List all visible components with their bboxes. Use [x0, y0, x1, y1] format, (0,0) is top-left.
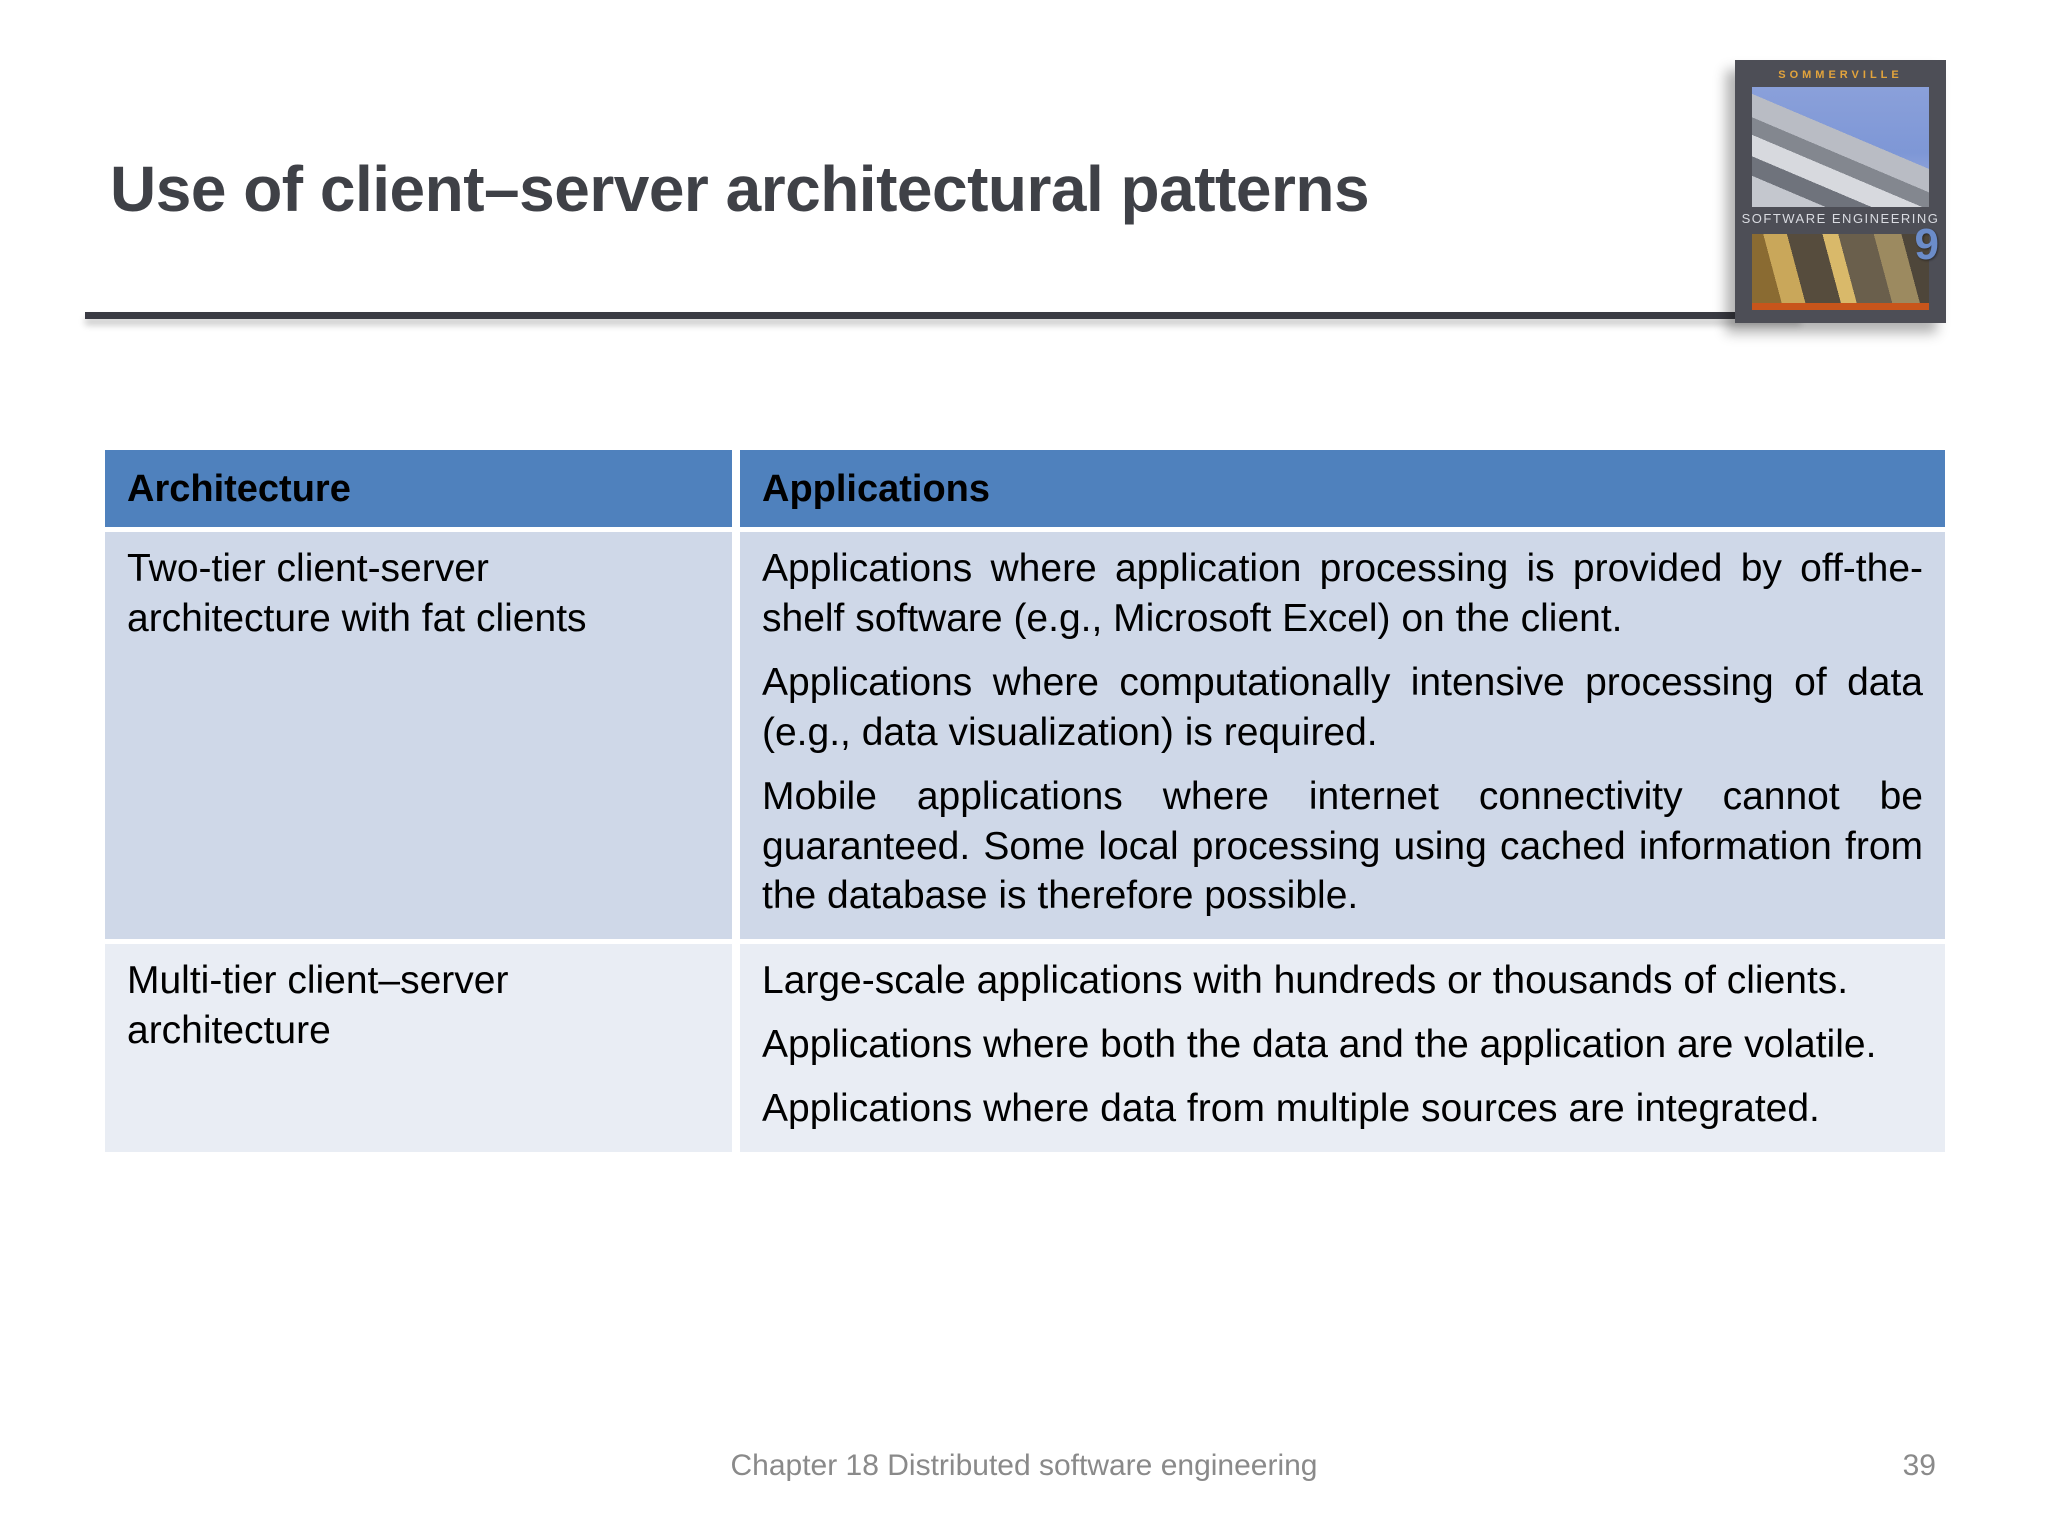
table-cell-architecture-row1: Two-tier client-server architecture with…	[105, 532, 732, 940]
architecture-label: Two-tier client-server architecture with…	[127, 547, 587, 640]
book-cover-image: SOMMERVILLE SOFTWARE ENGINEERING 9	[1735, 60, 1946, 323]
book-cover-photo-top	[1752, 87, 1929, 207]
table-cell-applications-row1: Applications where application processin…	[740, 532, 1945, 940]
table-cell-applications-row2: Large-scale applications with hundreds o…	[740, 944, 1945, 1153]
title-divider	[85, 312, 1801, 319]
footer-chapter-label: Chapter 18 Distributed software engineer…	[730, 1449, 1318, 1482]
application-paragraph: Applications where application processin…	[762, 547, 1923, 640]
application-paragraph: Applications where data from multiple so…	[762, 1087, 1820, 1131]
architecture-label: Multi-tier client–server architecture	[127, 959, 509, 1053]
book-edition-number: 9	[1914, 220, 1939, 269]
application-paragraph: Applications where computationally inten…	[762, 660, 1923, 754]
column-header-architecture: Architecture	[105, 450, 732, 527]
patterns-table: Architecture Applications Two-tier clien…	[105, 450, 1945, 1153]
table-cell-architecture-row2: Multi-tier client–server architecture	[105, 944, 732, 1153]
application-paragraph: Mobile applications where internet conne…	[762, 774, 1923, 918]
application-paragraph: Large-scale applications with hundreds o…	[762, 959, 1849, 1003]
column-header-applications: Applications	[740, 450, 1945, 527]
book-cover-photo-bottom	[1752, 234, 1929, 310]
book-title-label: SOFTWARE ENGINEERING	[1741, 211, 1940, 226]
application-paragraph: Applications where both the data and the…	[762, 1023, 1877, 1067]
page-number: 39	[1902, 1449, 1936, 1482]
page-title: Use of client–server architectural patte…	[110, 153, 1370, 225]
book-author-label: SOMMERVILLE	[1778, 69, 1903, 81]
